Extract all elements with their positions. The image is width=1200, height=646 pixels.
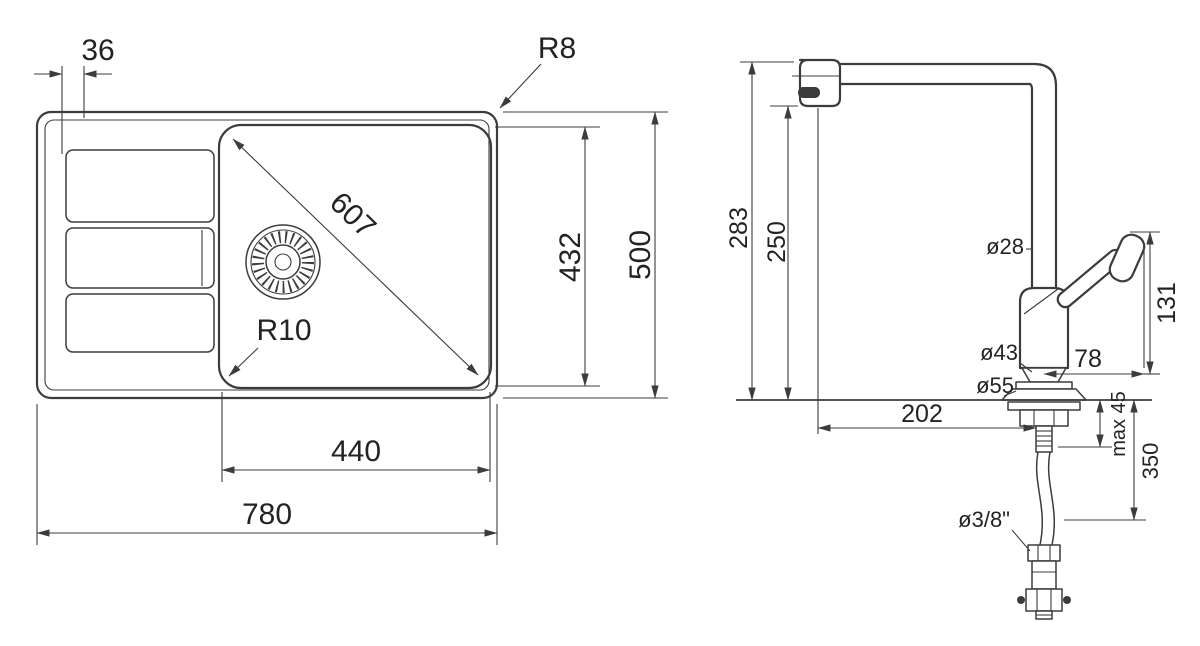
base-flange	[1001, 388, 1087, 401]
dim-hose-length: 350	[1064, 399, 1163, 521]
bowl-corner-radius-label: R10	[256, 314, 311, 347]
sink-inner-rim	[44, 119, 490, 391]
overall-width-label: 780	[242, 498, 292, 531]
base-step	[1015, 381, 1073, 390]
deck-thickness-label: max 45	[1108, 391, 1130, 457]
dim-spout-reach: 202	[817, 108, 1037, 434]
sink-top-view: 607 36 R8 R10 432	[34, 32, 668, 545]
drain	[245, 224, 321, 300]
drainboard-panel	[65, 149, 215, 223]
height-total-label: 283	[725, 207, 753, 249]
dim-base-diameter: ø55	[976, 373, 1017, 398]
dim-overall-width: 780	[36, 404, 498, 545]
spray-button	[798, 87, 820, 98]
faucet-arm-inner	[840, 82, 1034, 288]
dim-bowl-corner-radius: R10	[228, 314, 312, 377]
handle-height-label: 131	[1153, 282, 1181, 324]
corner-radius-label: R8	[538, 32, 576, 65]
bowl-diagonal-label: 607	[323, 186, 382, 245]
mounting-hardware	[1007, 401, 1081, 453]
dim-height-spout: 250	[763, 105, 798, 401]
dim-rim-width: 36	[34, 34, 115, 154]
overall-depth-label: 500	[624, 230, 657, 280]
dim-height-total: 283	[725, 61, 794, 401]
connection-size-label: ø3/8"	[958, 507, 1010, 532]
sink-bowl	[217, 123, 493, 390]
threaded-shank	[1035, 425, 1053, 453]
drainboard-panel	[65, 293, 215, 353]
dim-bowl-width: 440	[221, 392, 491, 482]
connector-nut	[1025, 588, 1063, 612]
mounting-washer	[1007, 401, 1081, 411]
bowl-depth-label: 432	[554, 232, 587, 282]
hose-length-label: 350	[1138, 443, 1163, 480]
body-seam	[1023, 288, 1059, 315]
body-diameter-label: ø43	[980, 340, 1018, 365]
dim-corner-radius: R8	[499, 32, 576, 109]
dim-handle-reach: 78	[1043, 246, 1145, 378]
drain-center	[274, 253, 292, 271]
faucet-side-view: 283 250 ø28 131 78 ø43	[725, 58, 1181, 620]
connector-ear	[1017, 596, 1025, 604]
dim-bowl-depth: 432	[495, 126, 600, 387]
height-spout-label: 250	[763, 221, 791, 263]
base-diameter-label: ø55	[976, 373, 1014, 398]
spout-reach-label: 202	[901, 400, 943, 428]
dim-deck-thickness: max 45	[1058, 391, 1130, 457]
dim-connection-size: ø3/8"	[958, 507, 1031, 552]
drainboard	[65, 149, 215, 353]
connector-ear	[1063, 596, 1071, 604]
mounting-nut	[1019, 409, 1069, 427]
drainboard-panel	[65, 227, 215, 289]
drain-inner-ring	[265, 244, 301, 280]
dim-tube-diameter: ø28	[986, 234, 1033, 259]
sink-outline	[35, 110, 499, 400]
dim-handle-height: 131	[1130, 231, 1181, 375]
supply-hose	[1035, 451, 1056, 546]
bowl-width-label: 440	[331, 435, 381, 468]
handle-reach-label: 78	[1074, 345, 1102, 373]
dim-overall-depth: 500	[503, 111, 668, 399]
faucet-arm-outer	[840, 62, 1058, 288]
dim-body-diameter: ø43	[980, 340, 1033, 373]
tube-diameter-label: ø28	[986, 234, 1024, 259]
rim-width-label: 36	[81, 34, 114, 67]
spray-head	[792, 58, 842, 108]
hose-connector	[1017, 544, 1071, 620]
handle-cap	[1108, 233, 1146, 283]
